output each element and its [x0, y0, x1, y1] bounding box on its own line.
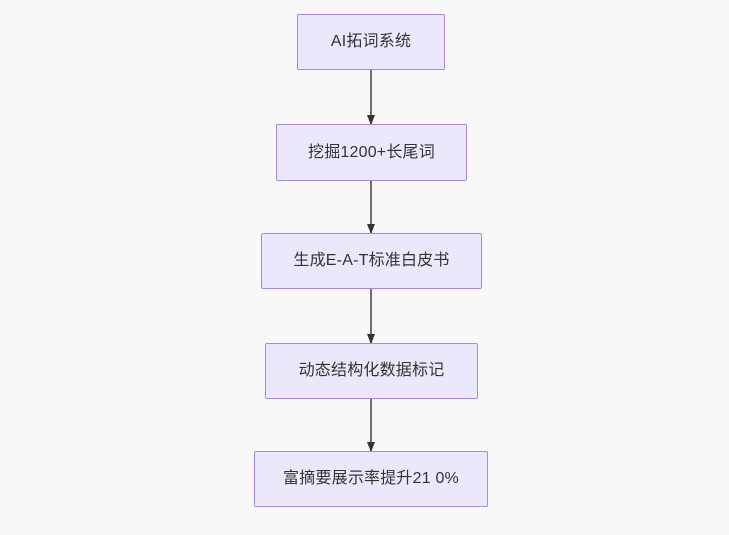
flow-node-label: AI拓词系统	[330, 33, 412, 51]
flow-node-ai-keyword-system[interactable]: AI拓词系统	[297, 14, 445, 70]
flow-node-label: 生成E-A-T标准白皮书	[293, 252, 450, 270]
flow-node-label: 挖掘1200+长尾词	[308, 143, 435, 161]
flow-node-dynamic-structured-data-markup[interactable]: 动态结构化数据标记	[265, 343, 478, 399]
flow-node-generate-eat-whitepaper[interactable]: 生成E-A-T标准白皮书	[261, 233, 482, 289]
flow-node-label: 富摘要展示率提升21 0%	[283, 470, 459, 488]
flow-node-mine-longtail-keywords[interactable]: 挖掘1200+长尾词	[276, 124, 467, 181]
flow-node-label: 动态结构化数据标记	[298, 362, 445, 380]
flow-node-rich-snippet-rate-increase[interactable]: 富摘要展示率提升21 0%	[254, 451, 488, 507]
